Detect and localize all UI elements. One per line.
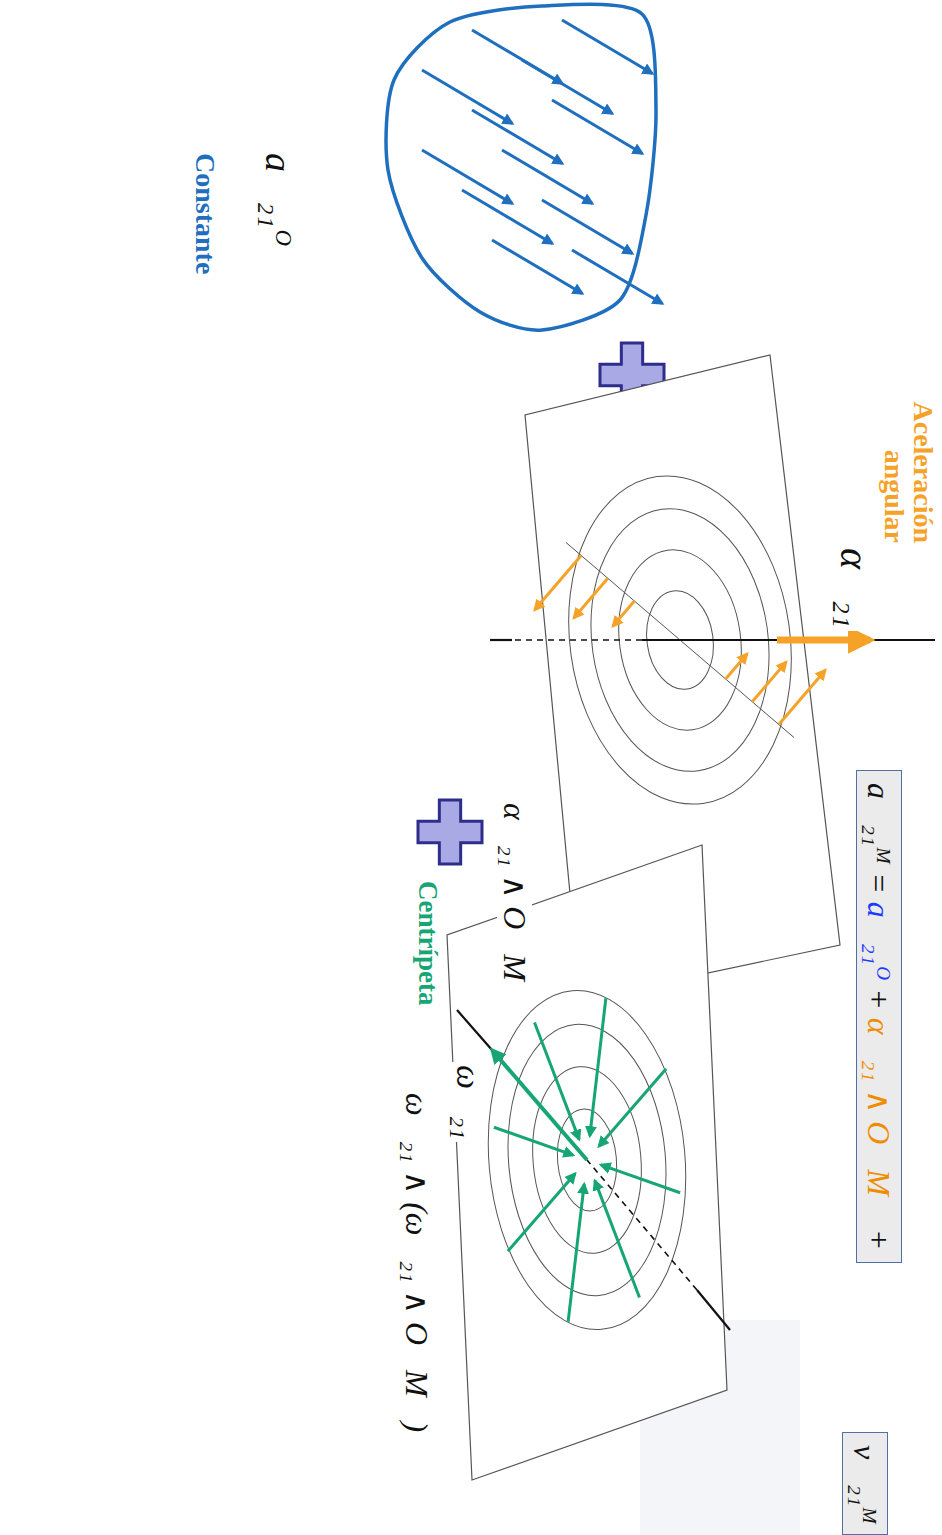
rigid-body: [386, 4, 662, 330]
uniform-acceleration-arrow: [542, 200, 632, 254]
tangential-arrow: [613, 601, 634, 626]
centripetal-arrow: [508, 1174, 575, 1251]
vector-label: a⃗₂₁ᴼ: [257, 150, 299, 249]
uniform-acceleration-arrow: [562, 20, 652, 74]
angular-acceleration-vector: [777, 637, 870, 644]
formula-term: =: [859, 872, 899, 894]
uniform-acceleration-arrow: [492, 240, 582, 294]
uniform-acceleration-arrow: [502, 150, 592, 204]
centripetal-arrow: [590, 998, 606, 1135]
body-outline: [386, 4, 656, 330]
formula-term: +: [859, 1229, 899, 1251]
plus-sign: [418, 800, 482, 864]
centripetal-plane: [447, 845, 730, 1480]
formula-term: v⃗₂₁ᴹ: [845, 1445, 885, 1524]
formula-term: +: [859, 988, 899, 1010]
uniform-acceleration-arrow: [462, 190, 552, 244]
formula-box: a⃗₂₁ᴹ = a⃗₂₁ᴼ + α⃗₂₁ ∧ O⃗M⃗ +: [856, 770, 902, 1263]
angular-velocity-vector: [492, 1050, 587, 1160]
uniform-acceleration-arrow: [522, 60, 612, 114]
centripetal-arrow: [568, 1184, 584, 1321]
centripetal-arrow: [535, 1022, 580, 1139]
tangential-arrow: [752, 662, 786, 702]
centripetal-arrow: [599, 1069, 666, 1146]
tangential-arrow: [574, 578, 608, 618]
tangential-arrow: [726, 654, 747, 679]
uniform-acceleration-arrow: [572, 250, 662, 304]
vector-label: ω⃗₂₁ ∧ (ω⃗₂₁ ∧ O⃗M⃗): [399, 1090, 434, 1435]
title-label: Centrípeta: [412, 878, 442, 1008]
formula-term: a⃗₂₁ᴼ: [859, 902, 899, 980]
uniform-acceleration-arrow: [552, 100, 642, 154]
uniform-acceleration-arrow: [422, 70, 512, 124]
tangential-arrow: [535, 556, 581, 610]
tangential-arrow: [779, 670, 825, 724]
formula-term: a⃗₂₁ᴹ: [859, 783, 899, 864]
centripetal-arrow: [595, 1181, 640, 1298]
formula-box: v⃗₂₁ᴹ: [842, 1432, 888, 1535]
uniform-acceleration-arrow: [472, 110, 562, 164]
title-label: Constante: [189, 150, 220, 277]
vector-label: α⃗₂₁: [832, 545, 876, 631]
title-label: Aceleración angular: [879, 360, 938, 546]
uniform-acceleration-arrow: [422, 150, 512, 204]
vector-label: α⃗₂₁ ∧ O⃗M⃗: [497, 800, 532, 1009]
formula-term: α⃗₂₁ ∧ O⃗M⃗: [859, 1018, 899, 1221]
vector-label: ω⃗₂₁: [450, 1062, 487, 1142]
centripetal-arrow: [601, 1165, 680, 1193]
